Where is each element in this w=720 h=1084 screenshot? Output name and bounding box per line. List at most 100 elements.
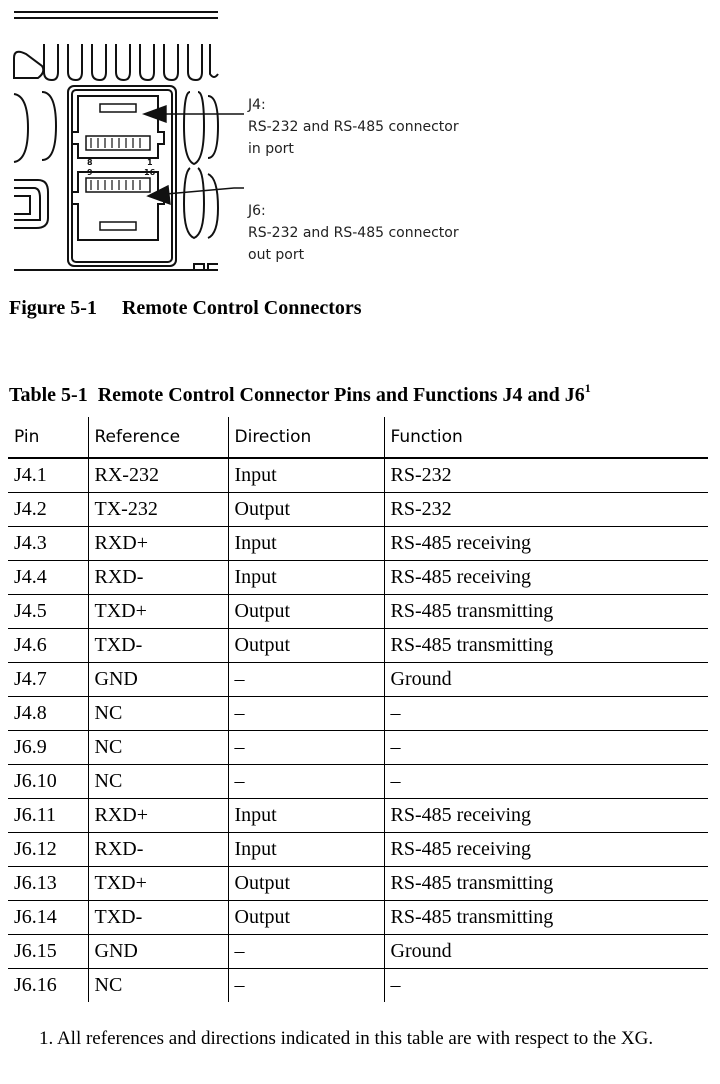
j4-callout-line2: RS-232 and RS-485 connector [248,119,459,135]
cell-direction: Output [227,900,384,935]
header-direction: Direction [227,417,384,459]
cell-reference: RXD+ [87,526,228,561]
table-caption: Table 5-1 Remote Control Connector Pins … [9,381,591,407]
cell-direction: – [227,934,384,969]
cell-reference: RXD+ [87,798,228,833]
cell-function: Ground [383,662,708,697]
cell-function: RS-485 receiving [383,526,708,561]
header-pin: Pin [8,417,88,459]
cell-direction: Output [227,594,384,629]
cell-reference: TX-232 [87,492,228,527]
j4-callout-line1: J4: [248,97,266,113]
cell-direction: Input [227,458,384,493]
cell-function: RS-485 transmitting [383,628,708,663]
j4-pin-label-left: 8 [87,158,93,167]
cell-pin: J4.2 [8,492,88,527]
cell-function: RS-485 transmitting [383,594,708,629]
cell-pin: J4.8 [8,696,88,731]
cell-function: – [383,730,708,765]
table-caption-text: Table 5-1 Remote Control Connector Pins … [9,384,585,406]
cell-reference: TXD- [87,900,228,935]
j4-arrowhead [141,105,167,123]
cell-function: – [383,696,708,731]
connector-diagram: 8 1 9 16 [13,11,244,271]
cell-pin: J6.14 [8,900,88,935]
cell-pin: J4.7 [8,662,88,697]
cell-pin: J6.16 [14,974,57,996]
cell-function: RS-485 receiving [383,798,708,833]
cell-pin: J4.5 [8,594,88,629]
cell-direction: Output [227,492,384,527]
cell-function: RS-485 transmitting [383,900,708,935]
cell-function: RS-485 receiving [383,560,708,595]
connector-figure: 8 1 9 16 J4: RS-232 and RS-485 connector… [8,8,478,276]
cell-direction: – [227,662,384,697]
j6-callout-line3: out port [248,247,305,263]
j6-callout-line1: J6: [248,203,266,219]
cell-pin: J6.12 [8,832,88,867]
cell-function: RS-232 [383,492,708,527]
cell-pin: J6.11 [8,798,88,833]
cell-reference: RX-232 [87,458,228,493]
j4-pin-label-right: 1 [147,158,153,167]
cell-function: RS-485 transmitting [383,866,708,901]
cell-function: – [383,764,708,799]
cell-reference: NC [87,696,228,731]
j6-callout: J6: RS-232 and RS-485 connector out port [248,200,459,266]
j4-callout: J4: RS-232 and RS-485 connector in port [248,94,459,160]
cell-pin: J6.9 [8,730,88,765]
cell-pin: J4.4 [8,560,88,595]
cell-direction: Input [227,798,384,833]
cell-function: – [383,968,708,1002]
table-header-row: Pin Reference Direction Function [8,417,708,459]
cell-direction: – [227,730,384,765]
cell-function: Ground [383,934,708,969]
j6-leader-line [165,187,244,195]
cell-direction: – [227,764,384,799]
cell-reference: TXD- [87,628,228,663]
header-reference: Reference [87,417,228,459]
j6-callout-line2: RS-232 and RS-485 connector [248,225,459,241]
cell-reference: NC [87,730,228,765]
cell-reference: TXD+ [87,866,228,901]
cell-pin: J4.3 [8,526,88,561]
header-function: Function [383,417,708,459]
cell-reference: TXD+ [87,594,228,629]
cell-direction: Input [227,832,384,867]
figure-caption: Figure 5-1 Remote Control Connectors [9,297,362,319]
cell-reference: GND [87,662,228,697]
cell-direction: – [227,696,384,731]
j4-callout-line3: in port [248,141,294,157]
cell-direction: Output [227,628,384,663]
cell-pin: J6.10 [8,764,88,799]
cell-pin: J4.6 [8,628,88,663]
cell-direction: Output [227,866,384,901]
j6-pin-label-right: 16 [144,168,156,177]
cell-reference: NC [87,968,228,1002]
cell-reference: RXD- [87,832,228,867]
j6-arrowhead [146,184,171,206]
cell-pin: J6.15 [8,934,88,969]
cell-pin: J6.13 [8,866,88,901]
cell-function: RS-232 [383,458,708,493]
cell-reference: NC [87,764,228,799]
j6-pin-label-left: 9 [87,168,93,177]
cell-function: RS-485 receiving [383,832,708,867]
